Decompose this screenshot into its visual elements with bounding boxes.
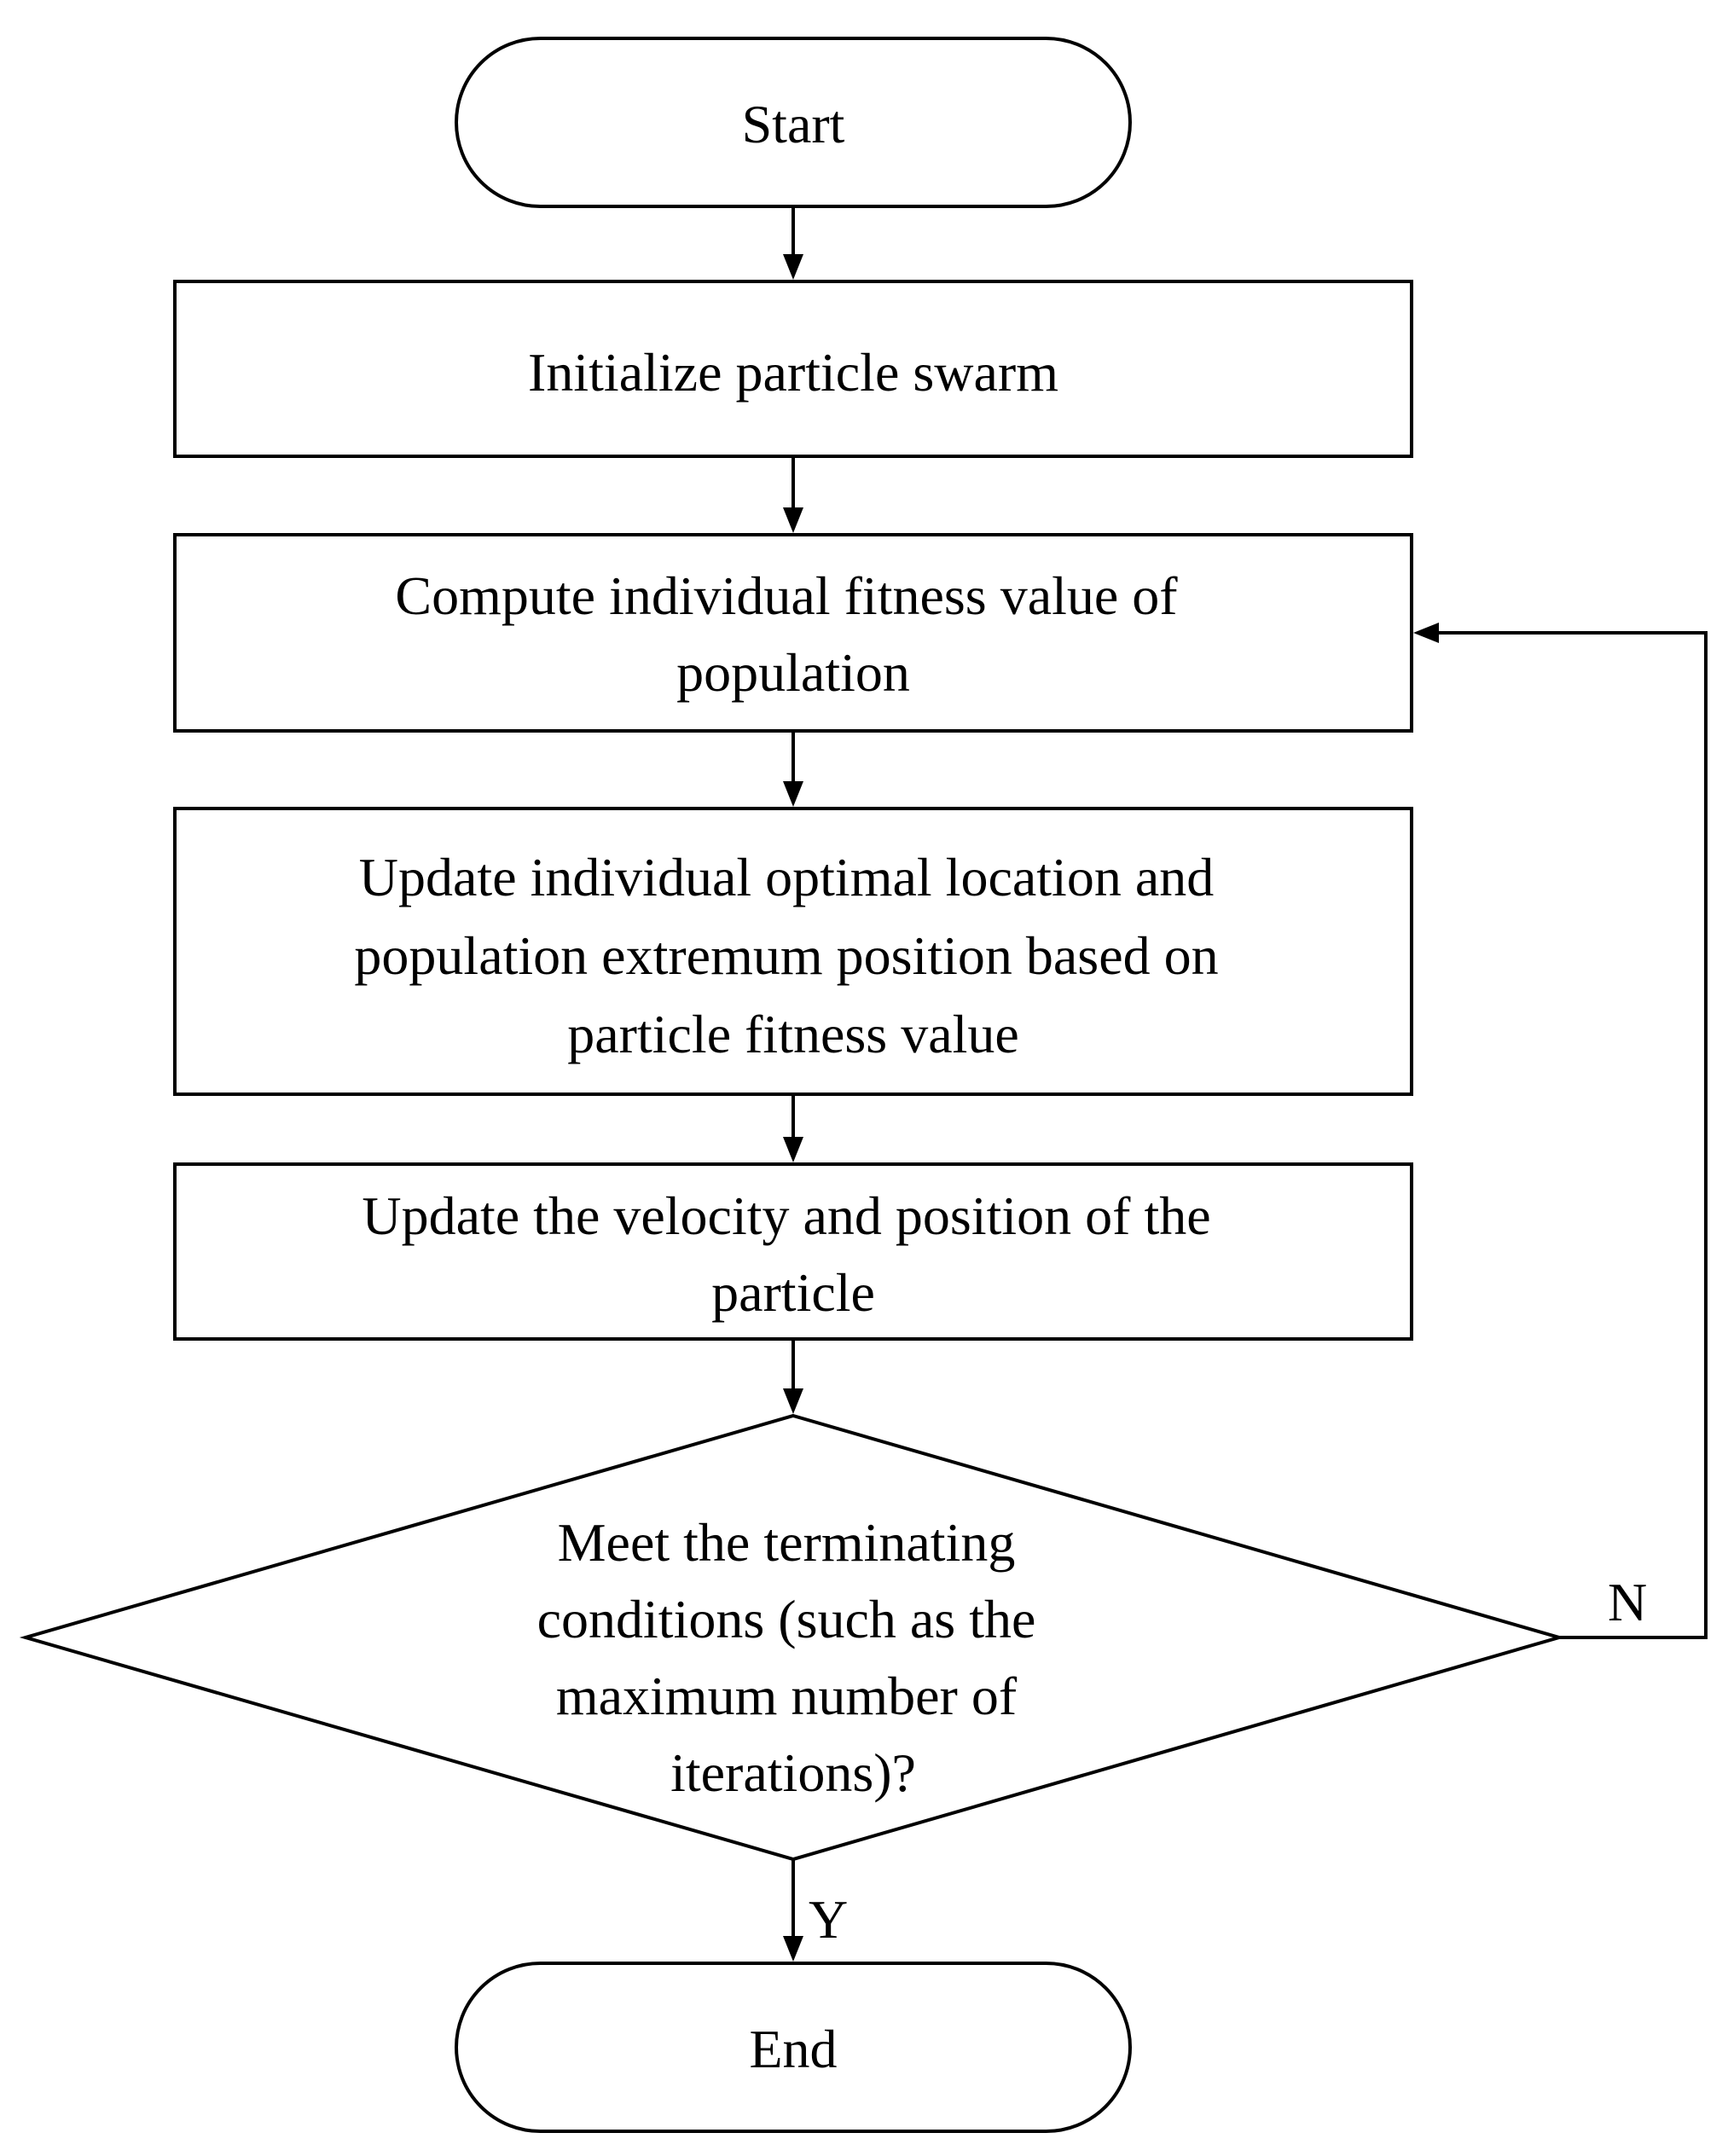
edge-init-to-fitness-arrow (783, 507, 803, 533)
decision-line-1: Meet the terminating (558, 1512, 1016, 1573)
decision-label: Meet the terminating conditions (such as… (537, 1512, 1050, 1803)
edge-fitness-to-update-optimal (783, 731, 803, 807)
compute-fitness-label: Compute individual fitness value of popu… (395, 565, 1191, 703)
edge-yes-label: Y (809, 1889, 848, 1950)
node-compute-fitness: Compute individual fitness value of popu… (173, 533, 1413, 733)
edge-init-to-fitness (783, 456, 803, 533)
decision-line-3: maximum number of (556, 1666, 1018, 1726)
node-end: End (455, 1962, 1132, 2133)
node-update-velocity: Update the velocity and position of the … (173, 1162, 1413, 1341)
end-terminator-shape (455, 1962, 1132, 2133)
edge-update-velocity-to-decision (783, 1339, 803, 1414)
node-decision: Meet the terminating conditions (such as… (19, 1413, 1566, 1862)
compute-fitness-box (173, 533, 1413, 733)
edge-start-to-init-arrow (783, 254, 803, 280)
update-velocity-line-2: particle (711, 1262, 875, 1323)
edge-decision-to-end: Y (783, 1859, 848, 1962)
edge-update-optimal-to-update-velocity-arrow (783, 1137, 803, 1162)
node-initialize-swarm: Initialize particle swarm (173, 280, 1413, 458)
edge-decision-to-fitness-loop-arrow (1413, 623, 1439, 643)
update-optimal-line-3: particle fitness value (567, 1004, 1019, 1064)
update-velocity-line-1: Update the velocity and position of the (362, 1185, 1210, 1246)
node-start: Start (455, 37, 1132, 208)
initialize-swarm-label: Initialize particle swarm (528, 342, 1058, 403)
edge-update-optimal-to-update-velocity (783, 1094, 803, 1162)
update-optimal-label: Update individual optimal location and p… (354, 847, 1232, 1064)
start-label: Start (742, 94, 845, 154)
compute-fitness-line-2: population (676, 642, 910, 703)
compute-fitness-line-1: Compute individual fitness value of (395, 565, 1178, 626)
decision-line-2: conditions (such as the (537, 1589, 1036, 1649)
edge-start-to-init (783, 206, 803, 280)
edge-fitness-to-update-optimal-arrow (783, 781, 803, 807)
update-velocity-box (173, 1162, 1413, 1341)
node-update-optimal: Update individual optimal location and p… (173, 807, 1413, 1096)
edge-update-velocity-to-decision-arrow (783, 1388, 803, 1414)
decision-line-4: iterations)? (670, 1742, 916, 1803)
update-optimal-line-2: population extremum position based on (354, 925, 1218, 986)
edge-decision-to-fitness-loop-line (1437, 631, 1708, 1639)
end-label: End (749, 2019, 837, 2079)
edge-decision-to-fitness-loop: N (1413, 623, 1708, 1639)
update-optimal-line-1: Update individual optimal location and (359, 847, 1214, 907)
edge-decision-to-end-arrow (783, 1936, 803, 1962)
edge-no-label: N (1608, 1572, 1647, 1632)
initialize-swarm-box (173, 280, 1413, 458)
update-velocity-label: Update the velocity and position of the … (362, 1185, 1224, 1323)
